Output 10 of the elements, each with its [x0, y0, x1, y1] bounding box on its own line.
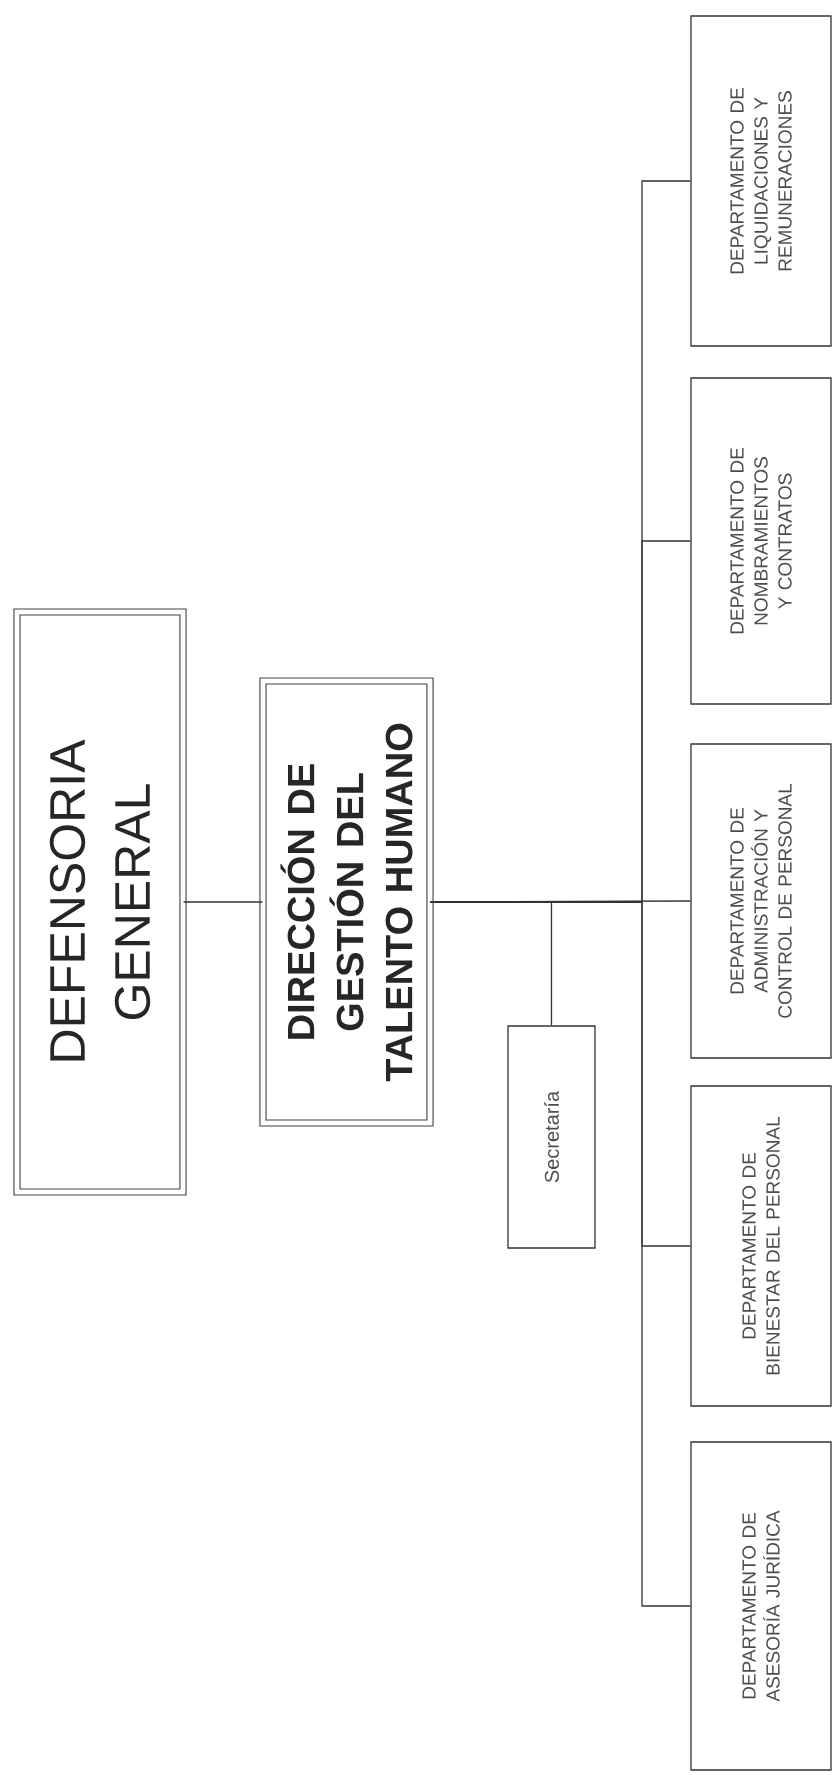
title-box: DEFENSORIA GENERAL [13, 608, 187, 1196]
director-box: DIRECCIÓN DE GESTIÓN DEL TALENTO HUMANO [259, 677, 434, 1127]
connector-line [182, 901, 264, 903]
department-box: DEPARTAMENTO DE ADMINISTRACIÓN Y CONTROL DE PERSONAL [690, 743, 832, 1059]
connector-line [429, 180, 691, 903]
department-box: DEPARTAMENTO DE NOMBRAMIENTOS Y CONTRATOS [690, 377, 832, 705]
department-box: DEPARTAMENTO DE LIQUIDACIONES Y REMUNERACIONES [690, 15, 832, 347]
department-box: DEPARTAMENTO DE ASESORÍA JURÍDICA [690, 1441, 832, 1771]
secretary-box: Secretaría [507, 1025, 596, 1249]
department-box: DEPARTAMENTO DE BIENESTAR DEL PERSONAL [690, 1085, 832, 1407]
